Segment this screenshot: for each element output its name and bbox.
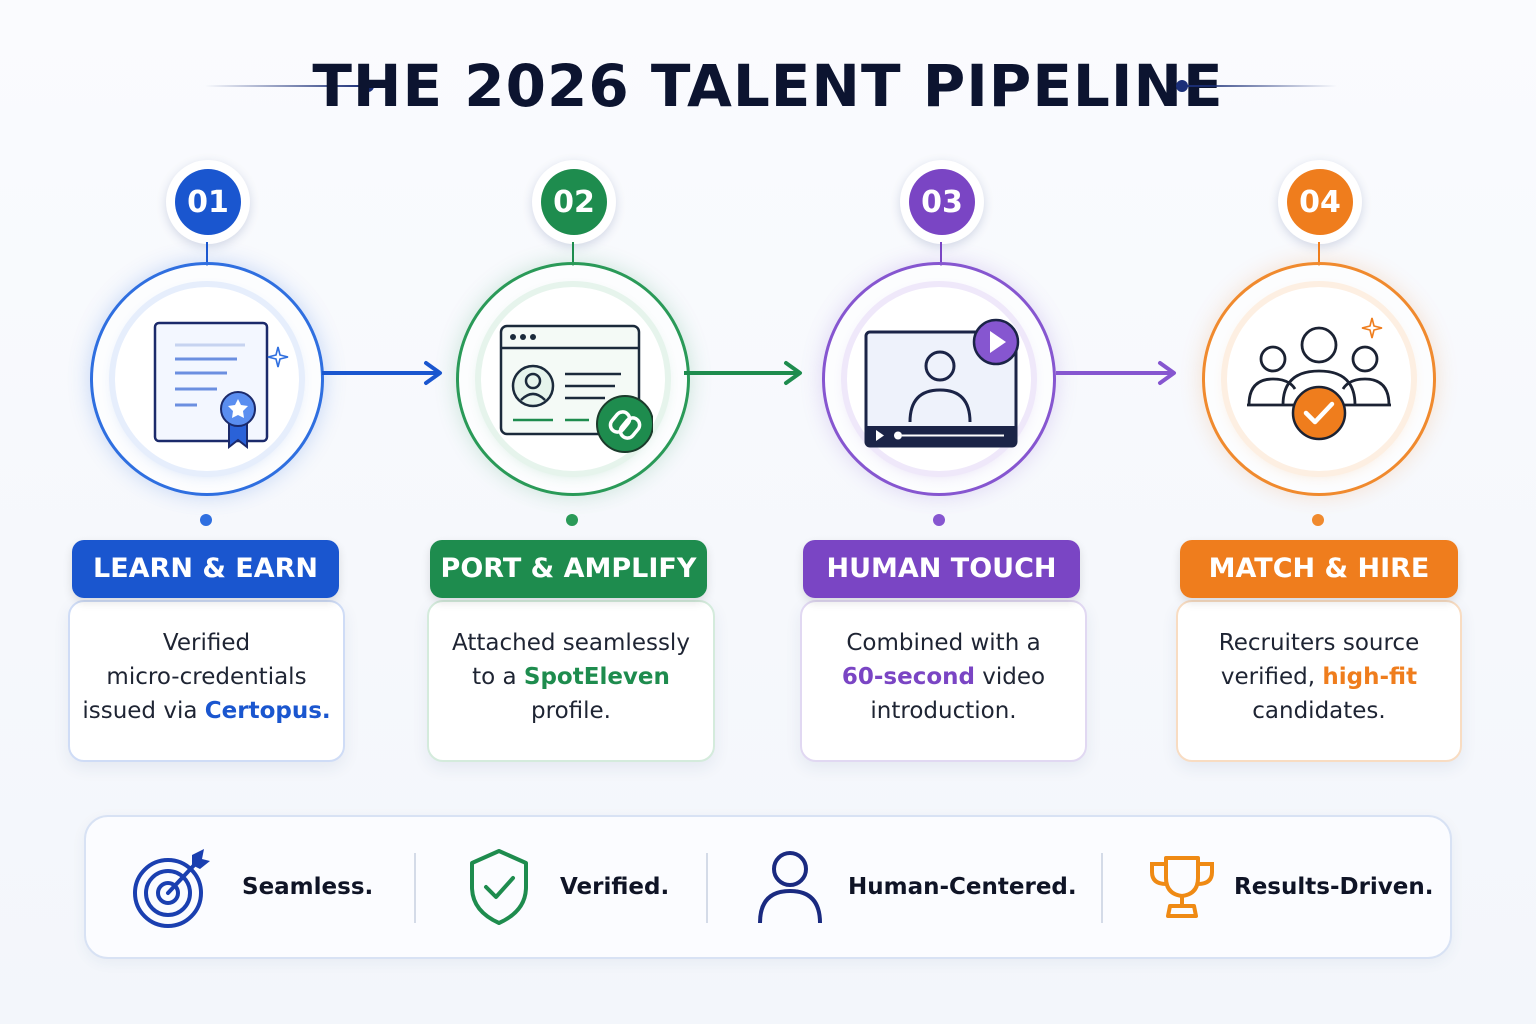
- step-3-stem: [940, 242, 942, 266]
- team-check-icon: [1247, 326, 1391, 441]
- value-divider: [1101, 853, 1103, 923]
- step-2-desc-text: to a: [472, 664, 524, 690]
- trophy-icon: [1150, 856, 1214, 918]
- arrow-step3-step4: [1056, 361, 1176, 385]
- step-2-dot: [566, 514, 578, 526]
- step-3-icon-disc: [847, 287, 1031, 471]
- step-3-desc-line2: 60-second video: [802, 660, 1085, 694]
- step-1-badge: 01: [166, 160, 250, 244]
- step-4-highlight: high-fit: [1322, 664, 1418, 690]
- values-bar: Seamless. Verified. Human-Centered.: [84, 815, 1452, 959]
- value-label: Verified.: [560, 874, 670, 900]
- value-item-human-centered: Human-Centered.: [754, 817, 1077, 957]
- step-4-dot: [1312, 514, 1324, 526]
- value-item-seamless: Seamless.: [132, 817, 373, 957]
- step-1-stem: [206, 242, 208, 266]
- step-4-label: MATCH & HIRE: [1180, 540, 1458, 598]
- step-2-desc-line2: to a SpotEleven: [429, 660, 713, 694]
- step-1-highlight: Certopus.: [204, 698, 331, 724]
- value-label: Human-Centered.: [848, 874, 1077, 900]
- step-2-stem: [572, 242, 574, 266]
- step-4-number: 04: [1287, 169, 1353, 235]
- step-2-label: PORT & AMPLIFY: [430, 540, 707, 598]
- step-4-badge: 04: [1278, 160, 1362, 244]
- value-divider: [414, 853, 416, 923]
- value-divider: [706, 853, 708, 923]
- step-1-dot: [200, 514, 212, 526]
- arrow-step2-step3: [684, 361, 802, 385]
- profile-link-icon: [499, 324, 653, 453]
- step-2-card: Attached seamlessly to a SpotEleven prof…: [427, 600, 715, 762]
- person-icon: [758, 851, 822, 924]
- step-3-badge: 03: [900, 160, 984, 244]
- step-3-label: HUMAN TOUCH: [803, 540, 1080, 598]
- value-label: Results-Driven.: [1234, 874, 1434, 900]
- title-line-right: [1182, 85, 1337, 87]
- step-4-stem: [1318, 242, 1320, 266]
- step-4-card: Recruiters source verified, high-fit can…: [1176, 600, 1462, 762]
- value-item-verified: Verified.: [466, 817, 669, 957]
- step-4-icon-disc: [1227, 287, 1411, 471]
- value-item-results-driven: Results-Driven.: [1146, 817, 1434, 957]
- step-1-desc-line1: Verified: [162, 630, 251, 656]
- step-2-number: 02: [541, 169, 607, 235]
- title-dot-left: [362, 80, 374, 92]
- sparkle-icon: [267, 346, 289, 368]
- step-1-label: LEARN & EARN: [72, 540, 339, 598]
- page-title: THE 2026 TALENT PIPELINE: [312, 52, 1224, 120]
- step-3-desc-text: video: [974, 664, 1046, 690]
- video-profile-icon: [864, 318, 1020, 448]
- step-4-desc-line1: Recruiters source: [1218, 630, 1420, 656]
- step-1-desc-line3: issued via Certopus.: [70, 694, 343, 728]
- shield-check-icon: [470, 849, 528, 925]
- step-2-highlight: SpotEleven: [523, 664, 670, 690]
- sparkle-icon: [1361, 317, 1383, 339]
- step-2-desc-line3: profile.: [531, 698, 611, 724]
- value-label: Seamless.: [242, 874, 374, 900]
- step-3-highlight: 60-second: [841, 664, 975, 690]
- arrow-step1-step2: [322, 361, 442, 385]
- step-1-desc-text: issued via: [82, 698, 205, 724]
- step-4-desc-line3: candidates.: [1252, 698, 1386, 724]
- step-3-card: Combined with a 60-second video introduc…: [800, 600, 1087, 762]
- title-line-left: [205, 85, 365, 87]
- step-1-desc-line2: micro-credentials: [106, 664, 307, 690]
- step-1-number: 01: [175, 169, 241, 235]
- step-3-desc-line3: introduction.: [870, 698, 1017, 724]
- step-4-desc-line2: verified, high-fit: [1178, 660, 1460, 694]
- step-2-desc-line1: Attached seamlessly: [452, 630, 690, 656]
- step-1-card: Verified micro-credentials issued via Ce…: [68, 600, 345, 762]
- step-3-number: 03: [909, 169, 975, 235]
- step-3-dot: [933, 514, 945, 526]
- step-1-icon-disc: [115, 287, 299, 471]
- step-3-desc-line1: Combined with a: [846, 630, 1041, 656]
- step-2-icon-disc: [481, 287, 665, 471]
- step-2-badge: 02: [532, 160, 616, 244]
- certificate-icon: [153, 321, 269, 449]
- target-icon: [133, 849, 210, 928]
- step-4-desc-text: verified,: [1220, 664, 1323, 690]
